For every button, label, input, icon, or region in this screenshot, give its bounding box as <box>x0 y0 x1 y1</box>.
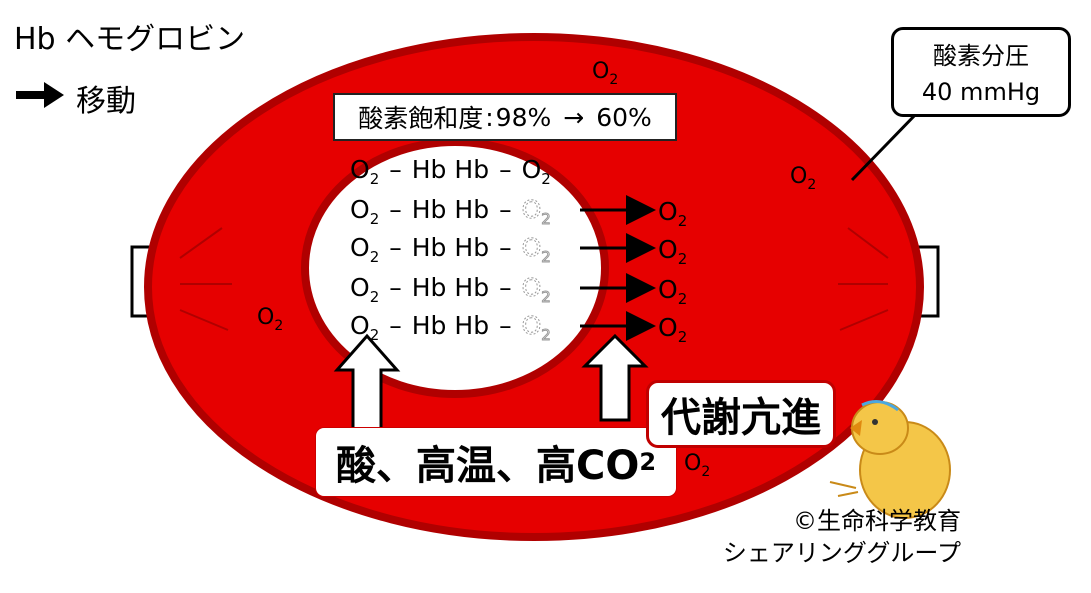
o2-label: O2 <box>658 275 687 308</box>
credit-line-1: ©生命科学教育 <box>793 507 961 535</box>
credit-line-2: シェアリンググループ <box>722 539 961 567</box>
o2-label: O2 <box>790 164 816 193</box>
credit: ©生命科学教育 シェアリンググループ <box>723 505 961 569</box>
o2-label: O2 <box>658 235 687 268</box>
metabolism-label: 代謝亢進 <box>661 395 821 441</box>
o2-label: O2 <box>257 305 283 334</box>
vessel-wall-left <box>130 245 158 318</box>
o2-label: O2 <box>684 451 710 480</box>
saturation-arrow: → <box>563 102 585 132</box>
vessel-wall-right <box>912 245 940 318</box>
release-arrows <box>580 195 656 341</box>
saturation-from: 98% <box>495 102 552 132</box>
legend-hb-text: Hb ヘモグロビン <box>14 22 246 57</box>
saturation-separator: : <box>485 102 494 132</box>
legend-arrow-icon <box>16 82 64 108</box>
saturation-to: 60% <box>596 102 652 132</box>
metabolism-box: 代謝亢進 <box>646 380 836 448</box>
oxygen-saturation-box: 酸素飽和度 : 98% → 60% <box>333 93 677 141</box>
chick-mascot-icon <box>829 399 951 519</box>
metabolism-arrow <box>581 333 649 422</box>
released-oxygen-labels: O2 O2 O2 O2 <box>658 197 687 346</box>
o2-label: O2 <box>592 59 618 88</box>
cell-center <box>301 138 609 398</box>
o2-label: O2 <box>658 313 687 346</box>
o2-label: O2 <box>658 197 687 230</box>
saturation-label: 酸素飽和度 <box>358 104 484 133</box>
legend-movement: 移動 <box>14 76 136 120</box>
partial-pressure-label: 酸素分圧 <box>933 42 1029 70</box>
motion-lines <box>179 227 889 331</box>
callout-pointer <box>850 110 920 182</box>
conditions-subscript: 2 <box>639 448 657 476</box>
free-oxygen-labels: O2 O2 O2 O2 <box>257 59 816 480</box>
partial-pressure-callout: 酸素分圧 40 mmHg <box>891 27 1071 117</box>
conditions-text: 酸、高温、高CO <box>335 443 640 489</box>
legend-hemoglobin: Hb ヘモグロビン <box>14 14 245 58</box>
partial-pressure-value: 40 mmHg <box>921 78 1041 106</box>
legend-move-text: 移動 <box>76 84 136 119</box>
